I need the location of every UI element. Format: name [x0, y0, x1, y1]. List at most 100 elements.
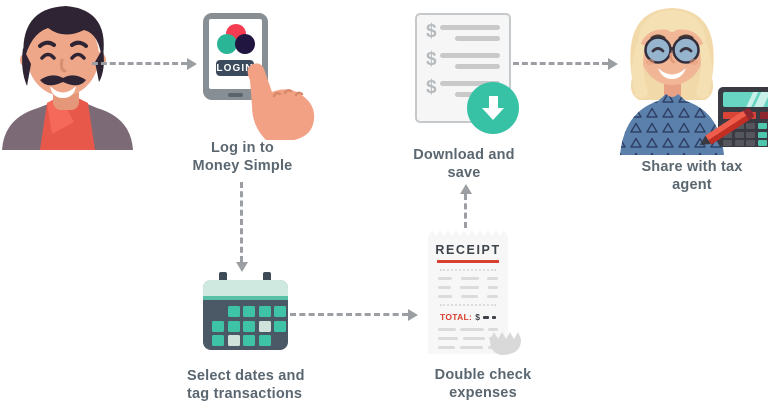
calculator-red-key — [760, 112, 768, 119]
receipt-line-row — [438, 277, 498, 280]
receipt-amount-bar — [482, 315, 489, 319]
statement-row: $ — [426, 50, 500, 70]
receipt-currency-sign: $ — [475, 312, 480, 322]
calculator-key — [723, 140, 732, 146]
calendar-day-cell — [274, 306, 286, 317]
calendar-day-cell — [243, 335, 255, 346]
calendar-illustration — [203, 272, 288, 350]
calculator-key — [746, 123, 755, 129]
tax-agent-avatar-graphic — [620, 8, 724, 155]
step-label-line: Share with tax — [641, 159, 743, 175]
calendar-day-cell — [258, 320, 271, 332]
receipt-text-line — [460, 277, 479, 280]
login-button: LOGIN — [216, 60, 254, 76]
arrowhead-down-icon — [235, 262, 248, 272]
calculator-icon — [718, 87, 768, 147]
customer-avatar — [0, 0, 135, 150]
flow-arrow-receipt-to-download — [459, 184, 472, 228]
receipt-divider — [440, 269, 496, 271]
dollar-sign: $ — [426, 77, 437, 98]
arrowhead-up-icon — [459, 184, 472, 194]
step-label-line: Select dates and — [187, 368, 305, 384]
receipt-text-line — [487, 295, 498, 298]
receipt-text-line — [438, 337, 458, 340]
calendar-grid — [203, 300, 288, 346]
calendar-day-cell — [258, 306, 271, 317]
receipt-total-label: TOTAL: — [440, 312, 473, 322]
step-label-line: expenses — [449, 385, 517, 401]
flow-arrow-man-to-tablet — [92, 57, 197, 70]
arrowhead-right-icon — [408, 308, 418, 321]
tablet-home-button — [228, 93, 243, 97]
receipt-text-line — [438, 295, 452, 298]
receipt-title: RECEIPT — [435, 243, 501, 257]
statement-row: $ — [426, 22, 500, 42]
calculator-key — [757, 123, 767, 129]
step-label-line: Double check — [434, 367, 532, 383]
text-line — [440, 25, 500, 30]
calculator-key — [734, 131, 744, 138]
receipt-total-row: TOTAL: $ — [440, 312, 496, 322]
receipt-text-line — [438, 328, 456, 331]
receipt-text-line — [488, 328, 498, 331]
flow-arrow-document-to-agent — [513, 57, 618, 70]
calculator-key — [734, 140, 744, 146]
calendar-day-cell — [274, 335, 286, 346]
calendar-day-cell — [227, 306, 240, 317]
flow-arrow-calendar-to-receipt — [290, 308, 418, 321]
calendar-day-cell — [227, 320, 240, 332]
calculator-key — [757, 131, 767, 138]
receipt-divider — [440, 304, 496, 306]
receipt-text-line — [438, 277, 452, 280]
money-simple-logo-icon — [209, 23, 262, 57]
tax-agent-avatar — [612, 0, 767, 155]
step-label-download: Download and save — [404, 146, 524, 182]
customer-avatar-graphic — [2, 6, 133, 150]
calendar-day-cell — [212, 335, 224, 346]
calculator-key — [746, 140, 755, 146]
receipt-text-line — [488, 286, 498, 289]
receipt-text-line — [460, 328, 484, 331]
calendar-day-cell — [274, 320, 286, 332]
statement-text-lines — [440, 50, 500, 70]
download-arrow-stem — [488, 96, 498, 108]
page-curl-icon — [490, 332, 521, 355]
text-line — [440, 81, 500, 86]
flow-arrow-login-to-calendar — [235, 182, 248, 272]
pointing-hand-icon — [230, 62, 318, 140]
calculator-key — [723, 131, 732, 138]
logo-circle-teal — [217, 34, 237, 54]
receipt-text-line — [487, 277, 498, 280]
receipt-text-line — [460, 346, 483, 349]
calendar-day-cell — [243, 306, 255, 317]
step-label-line: Log in to — [210, 140, 274, 156]
calculator-screen — [723, 92, 768, 107]
receipt-text-line — [461, 295, 478, 298]
statement-text-lines — [440, 22, 500, 42]
receipt-amount-bar — [491, 315, 496, 319]
arrowhead-right-icon — [608, 57, 618, 70]
calendar-day-cell — [212, 306, 224, 317]
receipt-text-line — [460, 286, 479, 289]
step-label-line: Download and — [413, 147, 515, 163]
calendar-day-cell — [258, 335, 271, 346]
arrowhead-right-icon — [187, 57, 197, 70]
dollar-sign: $ — [426, 49, 437, 70]
calendar-day-cell — [243, 320, 255, 332]
step-label-share: Share with tax agent — [622, 158, 762, 194]
step-label-select-dates: Select dates and tag transactions — [187, 367, 362, 403]
receipt-line-row — [438, 295, 498, 298]
calendar-header — [203, 280, 288, 300]
receipt-text-line — [438, 286, 451, 289]
calendar-day-cell — [227, 335, 240, 346]
receipt-underline — [437, 260, 499, 263]
calendar-day-cell — [212, 320, 224, 332]
calculator-key — [757, 140, 767, 146]
text-line — [455, 36, 500, 41]
step-label-double-check: Double check expenses — [418, 366, 548, 402]
logo-circle-navy — [235, 34, 255, 54]
text-line — [440, 53, 500, 58]
dollar-sign: $ — [426, 21, 437, 42]
step-label-login: Log in to Money Simple — [180, 139, 305, 175]
